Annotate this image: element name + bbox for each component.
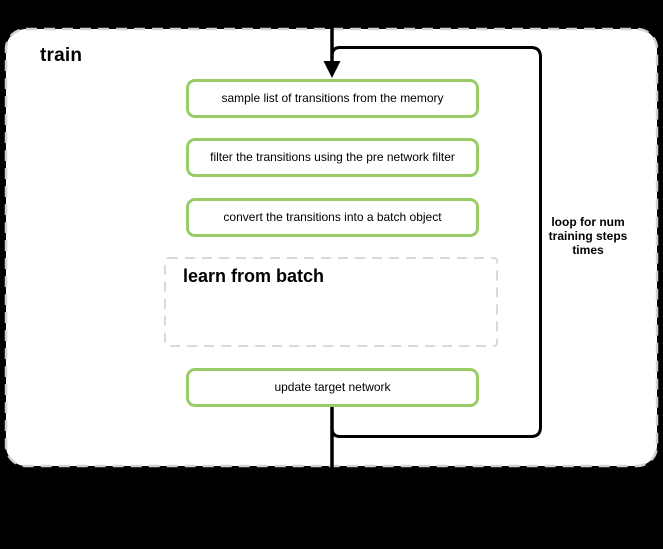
loop-annotation-line: training steps [548,229,628,243]
arrow-down-icon [323,61,341,78]
step-label: convert the transitions into a batch obj… [223,209,442,224]
step-label: sample list of transitions from the memo… [221,90,444,105]
loop-boundary [330,46,542,438]
learn-from-batch-label: learn from batch [183,266,325,286]
step-convert-to-batch: convert the transitions into a batch obj… [186,198,479,237]
loop-annotation: loop for num training steps times [545,215,631,257]
loop-annotation-line: times [572,243,604,257]
diagram-title: train [40,45,83,66]
step-label: update target network [274,379,391,394]
step-label: filter the transitions using the pre net… [210,149,455,164]
step-update-target-network: update target network [186,368,479,407]
loop-annotation-line: loop for num [551,215,625,229]
learn-from-batch-box [164,257,498,347]
step-sample-transitions: sample list of transitions from the memo… [186,79,479,118]
step-filter-transitions: filter the transitions using the pre net… [186,138,479,177]
